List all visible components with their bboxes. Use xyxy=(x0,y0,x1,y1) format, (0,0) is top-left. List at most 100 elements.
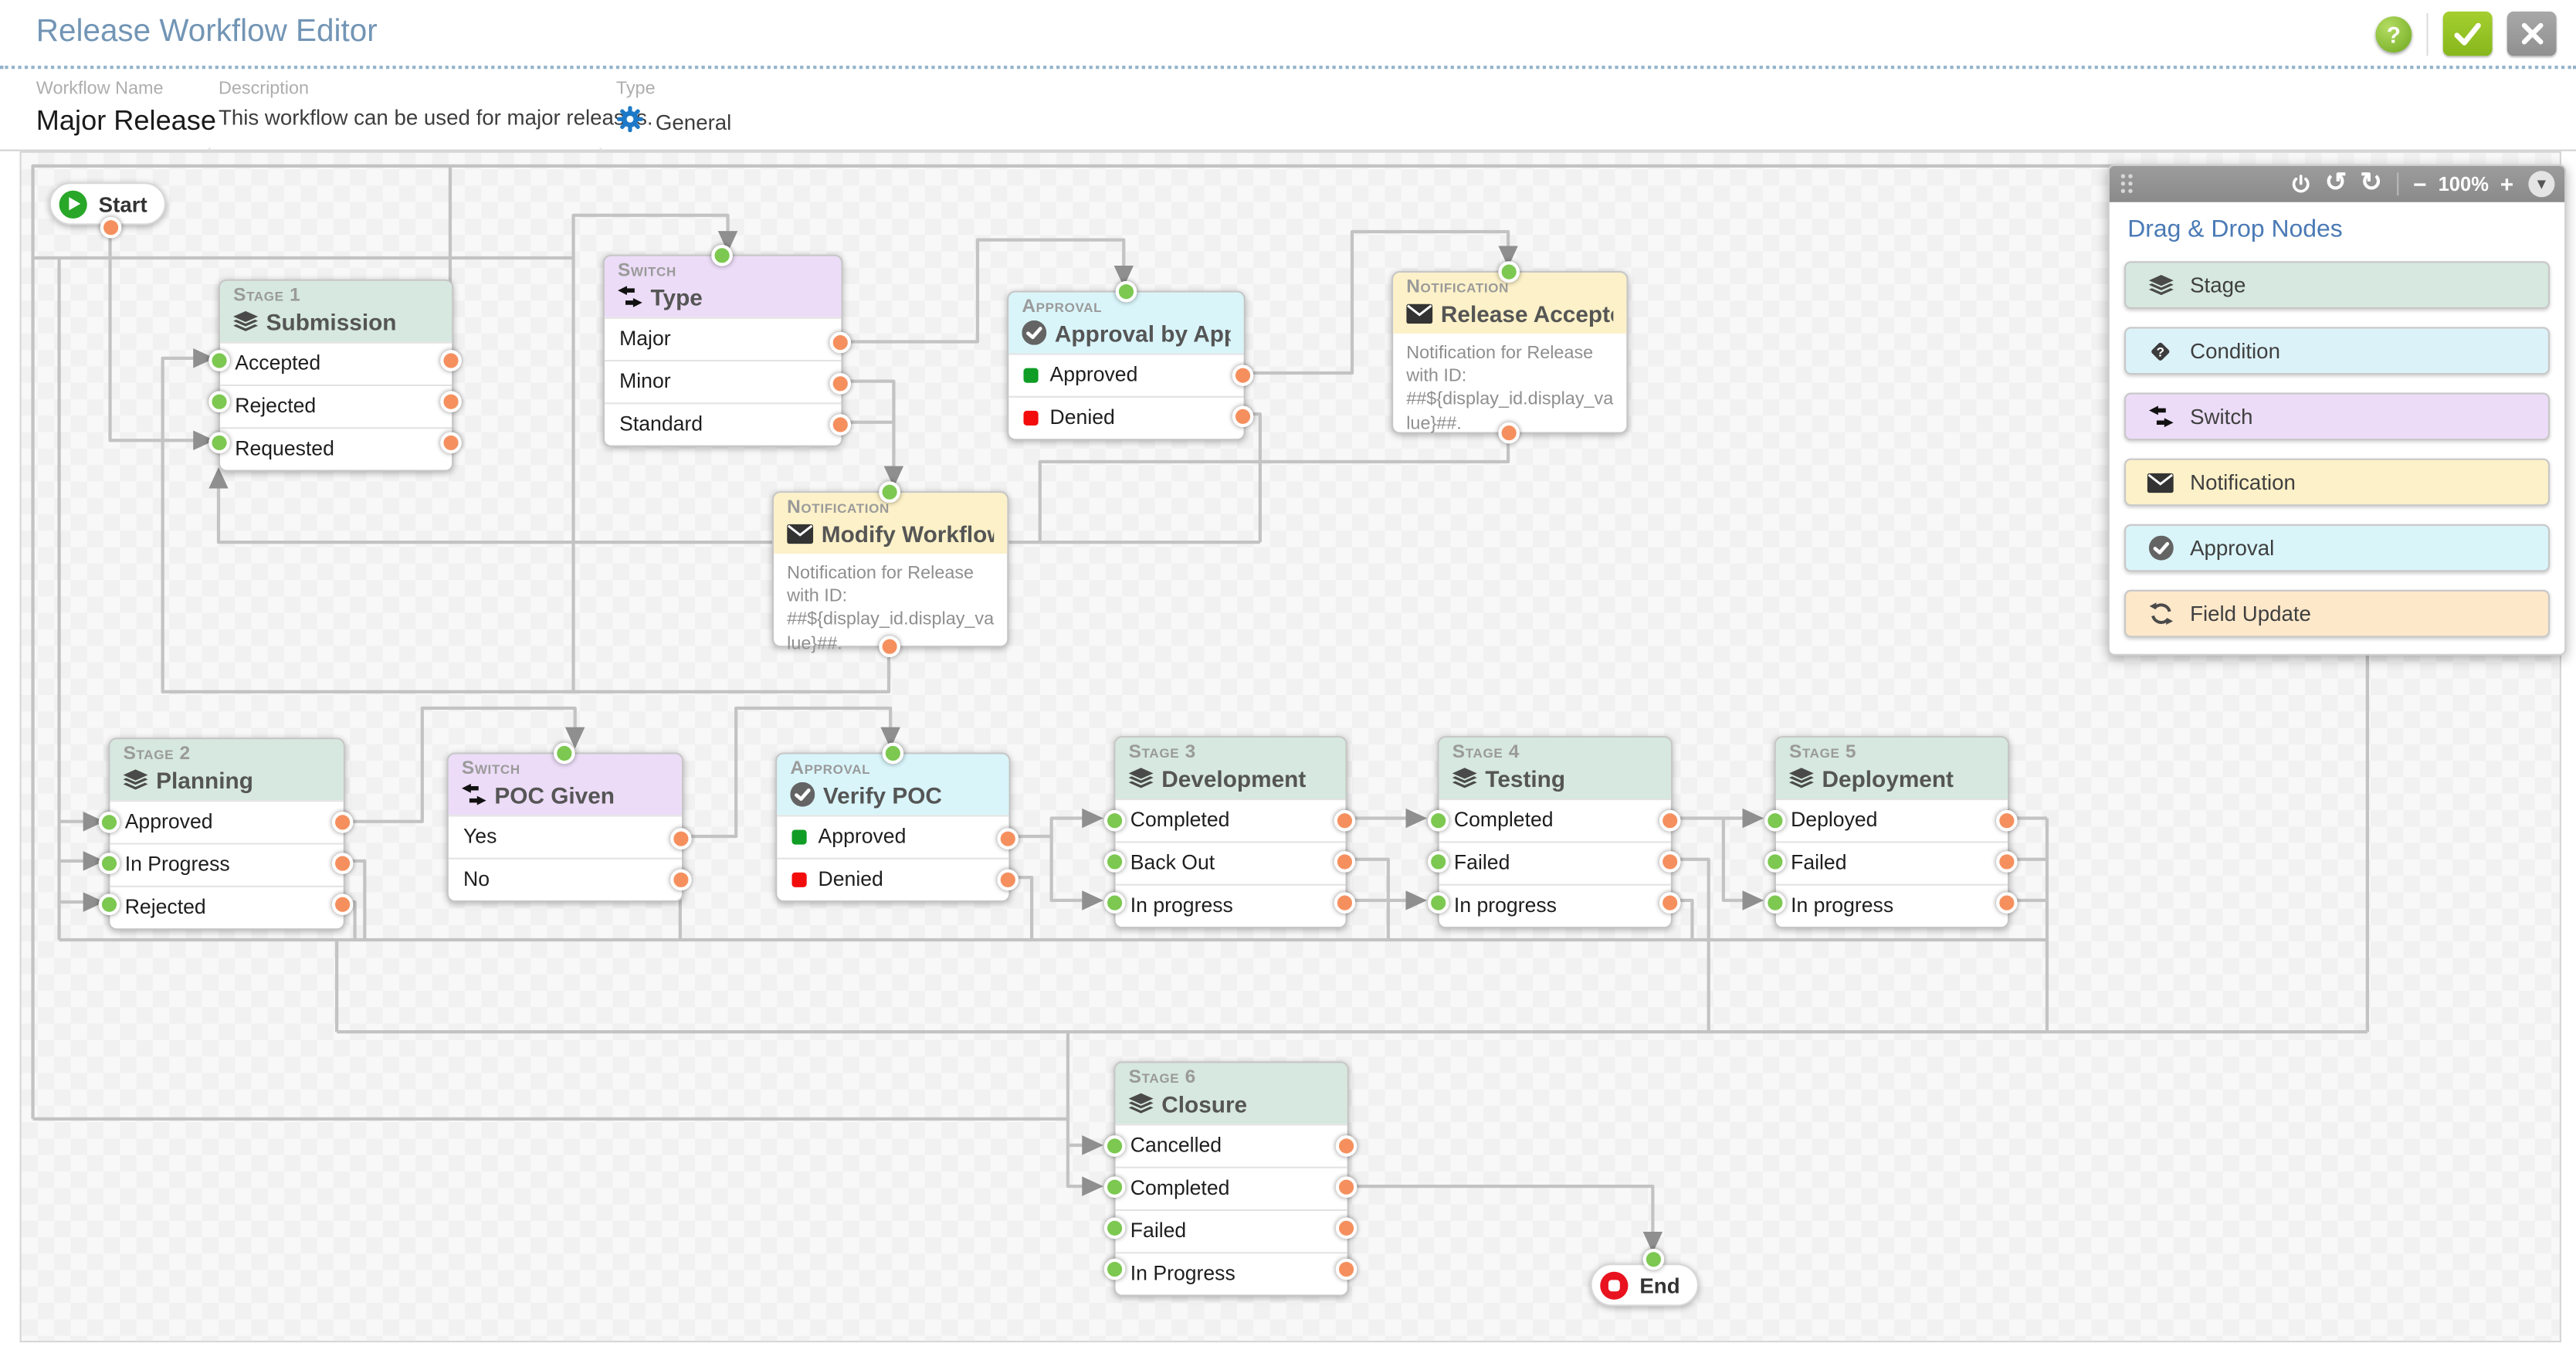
help-icon[interactable]: ? xyxy=(2375,15,2412,53)
node-row-back-out[interactable]: Back Out xyxy=(1115,840,1346,884)
node-header[interactable]: Stage 6 Closure xyxy=(1115,1063,1347,1124)
palette-item-field_update[interactable]: Field Update xyxy=(2124,589,2551,638)
node-approval_appli[interactable]: Approval Approval by Appli...ApprovedDen… xyxy=(1007,280,1254,440)
output-port[interactable] xyxy=(1659,851,1681,873)
node-row-yes[interactable]: Yes xyxy=(448,814,682,858)
output-port[interactable] xyxy=(331,812,354,833)
output-port[interactable] xyxy=(1335,1258,1357,1280)
node-header[interactable]: Stage 3 Development xyxy=(1115,738,1346,799)
output-port[interactable] xyxy=(100,216,122,239)
output-port[interactable] xyxy=(331,853,354,874)
input-port[interactable] xyxy=(208,350,230,371)
output-port[interactable] xyxy=(997,828,1019,849)
node-row-in-progress[interactable]: In Progress xyxy=(110,842,344,886)
confirm-button[interactable] xyxy=(2442,11,2493,56)
input-port[interactable] xyxy=(98,853,120,874)
description-value[interactable]: This workflow can be used for major rele… xyxy=(218,105,653,131)
input-port[interactable] xyxy=(711,245,733,266)
palette-item-switch[interactable]: Switch xyxy=(2124,392,2551,441)
node-header[interactable]: Stage 4 Testing xyxy=(1439,738,1671,799)
output-port[interactable] xyxy=(440,391,462,413)
input-port[interactable] xyxy=(1103,1135,1126,1157)
node-header[interactable]: Stage 5 Deployment xyxy=(1775,738,2008,799)
input-port[interactable] xyxy=(554,742,575,765)
output-port[interactable] xyxy=(1335,1135,1357,1157)
input-port[interactable] xyxy=(1103,1258,1126,1280)
zoom-in-button[interactable]: + xyxy=(2500,171,2514,198)
input-port[interactable] xyxy=(208,432,230,454)
node-row-standard[interactable]: Standard xyxy=(604,402,842,446)
node-row-rejected[interactable]: Rejected xyxy=(110,885,344,928)
node-row-cancelled[interactable]: Cancelled xyxy=(1115,1123,1347,1167)
gear-icon[interactable] xyxy=(616,105,644,138)
input-port[interactable] xyxy=(98,812,120,833)
zoom-out-button[interactable]: − xyxy=(2413,171,2427,198)
output-port[interactable] xyxy=(440,350,462,371)
palette-item-notification[interactable]: Notification xyxy=(2124,458,2551,507)
output-port[interactable] xyxy=(670,869,692,891)
node-row-in-progress[interactable]: In progress xyxy=(1775,883,2008,927)
input-port[interactable] xyxy=(1764,851,1786,873)
close-button[interactable] xyxy=(2507,11,2557,56)
node-row-failed[interactable]: Failed xyxy=(1115,1209,1347,1252)
undo-icon[interactable]: ↺ xyxy=(2324,169,2347,198)
node-row-requested[interactable]: Requested xyxy=(220,426,452,470)
output-port[interactable] xyxy=(670,828,692,849)
node-row-completed[interactable]: Completed xyxy=(1115,1166,1347,1209)
node-row-in-progress[interactable]: In Progress xyxy=(1115,1251,1347,1294)
input-port[interactable] xyxy=(1103,892,1126,914)
input-port[interactable] xyxy=(1427,892,1449,914)
node-row-completed[interactable]: Completed xyxy=(1115,798,1346,841)
workflow-name-value[interactable]: Major Release xyxy=(36,105,217,137)
node-header[interactable]: Stage 1 Submission xyxy=(220,280,452,341)
input-port[interactable] xyxy=(1642,1248,1665,1270)
node-row-major[interactable]: Major xyxy=(604,317,842,360)
input-port[interactable] xyxy=(1114,280,1137,303)
output-port[interactable] xyxy=(829,414,852,436)
input-port[interactable] xyxy=(1764,809,1786,832)
input-port[interactable] xyxy=(1103,809,1126,832)
node-row-approved[interactable]: Approved xyxy=(1008,352,1244,396)
redo-icon[interactable]: ↻ xyxy=(2360,169,2382,198)
node-row-accepted[interactable]: Accepted xyxy=(220,341,452,385)
input-port[interactable] xyxy=(98,894,120,916)
power-icon[interactable] xyxy=(2290,173,2312,195)
output-port[interactable] xyxy=(1232,405,1254,428)
output-port[interactable] xyxy=(1996,892,2018,914)
node-row-in-progress[interactable]: In progress xyxy=(1439,883,1671,927)
node-row-failed[interactable]: Failed xyxy=(1439,840,1671,884)
input-port[interactable] xyxy=(1103,1176,1126,1199)
node-row-minor[interactable]: Minor xyxy=(604,359,842,402)
output-port[interactable] xyxy=(1996,851,2018,873)
node-row-no[interactable]: No xyxy=(448,857,682,900)
end-node[interactable]: End xyxy=(1590,1248,1699,1307)
output-port[interactable] xyxy=(829,331,852,354)
input-port[interactable] xyxy=(1764,892,1786,914)
input-port[interactable] xyxy=(1103,851,1126,873)
chevron-down-icon[interactable]: ▼ xyxy=(2528,171,2555,198)
node-row-failed[interactable]: Failed xyxy=(1775,840,2008,884)
node-notif_release[interactable]: Notification Release AcceptedNotificatio… xyxy=(1391,261,1629,444)
palette-item-stage[interactable]: Stage xyxy=(2124,261,2551,309)
output-port[interactable] xyxy=(1659,892,1681,914)
drag-handle-icon[interactable] xyxy=(2119,172,2134,196)
input-port[interactable] xyxy=(1427,809,1449,832)
node-row-denied[interactable]: Denied xyxy=(1008,395,1244,439)
start-node[interactable]: Start xyxy=(49,182,166,239)
node-row-rejected[interactable]: Rejected xyxy=(220,384,452,427)
input-port[interactable] xyxy=(879,481,900,504)
output-port[interactable] xyxy=(997,869,1019,891)
node-row-approved[interactable]: Approved xyxy=(110,799,344,843)
output-port[interactable] xyxy=(1659,809,1681,832)
node-row-completed[interactable]: Completed xyxy=(1439,798,1671,841)
node-row-in-progress[interactable]: In progress xyxy=(1115,883,1346,927)
output-port[interactable] xyxy=(829,372,852,395)
